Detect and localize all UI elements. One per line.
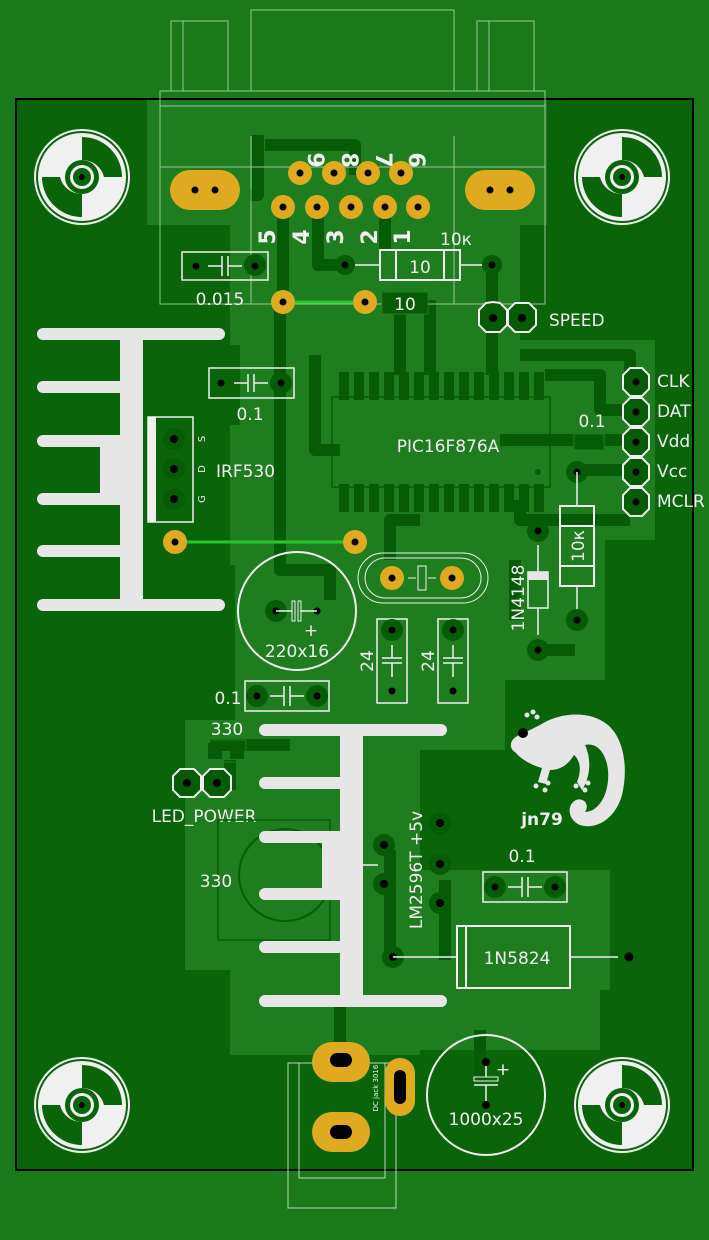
- db9-pin-numbers: 9 8 7 6 5 4 3 2 1: [256, 152, 428, 244]
- capacitor-01-b: [244, 680, 330, 712]
- capacitor-24-b: [437, 618, 469, 704]
- pin-label: S: [197, 436, 208, 442]
- chameleon-logo-icon: [510, 709, 625, 827]
- pin-label: 5: [256, 229, 281, 244]
- mounting-hole-icon: [573, 128, 671, 226]
- db9-pins: [271, 161, 430, 219]
- diode-1n4148: [527, 520, 549, 661]
- heatsink-irf530: [37, 328, 225, 611]
- label-r-10k: 10к: [440, 230, 472, 250]
- speed-header: [478, 300, 537, 333]
- pin-label: D: [197, 465, 208, 473]
- label-1n4148: 1N4148: [509, 565, 529, 632]
- ic-pic16f876a: [331, 372, 551, 512]
- label-c-01-b: 0.1: [214, 689, 241, 709]
- label-cap-1000: 1000x25: [449, 1110, 524, 1130]
- pin-label: 9: [302, 152, 327, 167]
- label-1n5824: 1N5824: [484, 949, 551, 969]
- db9-mount-pads: [170, 170, 535, 210]
- resistor-330-smd: [205, 739, 247, 763]
- programming-header: [622, 367, 650, 517]
- mounting-hole-icon: [34, 129, 130, 225]
- label-cap-24-a: 24: [358, 650, 378, 672]
- logo-text: jn79: [520, 810, 563, 830]
- diode-1n5824: [382, 925, 634, 989]
- capacitor-1000x25: [426, 1034, 546, 1156]
- led-power-header: [172, 768, 232, 798]
- label-cap-220: 220x16: [265, 642, 329, 662]
- label-ind-330: 330: [200, 872, 232, 892]
- label-r-10k-right: 10к: [569, 530, 589, 562]
- header-label-clk: CLK: [657, 372, 690, 392]
- resistor-10k-top: [335, 249, 502, 281]
- mounting-hole-icon: [33, 1056, 131, 1154]
- capacitor-01-a: [208, 367, 295, 399]
- label-r-330: 330: [211, 720, 243, 740]
- mosfet-irf530: [147, 416, 194, 523]
- label-lm2596: LM2596T +5v: [407, 811, 427, 929]
- pin-label: 4: [290, 229, 315, 244]
- traces: [210, 135, 636, 1080]
- label-cap-24-b: 24: [419, 650, 439, 672]
- chameleon-eye-icon: [518, 728, 528, 738]
- crystal: [357, 552, 489, 604]
- resistor-10k-right: [559, 461, 595, 631]
- resistor-10-smd: [381, 291, 429, 315]
- header-label-dat: DAT: [657, 402, 691, 422]
- header-label-vcc: Vcc: [657, 462, 687, 482]
- pin-label: 2: [358, 229, 383, 244]
- capacitor-0015: [181, 251, 269, 281]
- pin-label: 3: [324, 229, 349, 244]
- programming-header-labels: CLK DAT Vdd Vcc MCLR: [657, 372, 705, 512]
- capacitor-01-smd: [573, 433, 605, 451]
- label-speed: SPEED: [549, 311, 605, 331]
- label-r-10-smd: 10: [394, 295, 416, 315]
- plus-sign: +: [304, 621, 318, 641]
- label-led-power: LED_POWER: [152, 807, 257, 827]
- pin-label: 7: [370, 152, 395, 167]
- pin-label: G: [197, 495, 208, 503]
- label-c-01-c: 0.1: [508, 847, 535, 867]
- header-label-mclr: MCLR: [657, 492, 705, 512]
- header-label-vdd: Vdd: [657, 432, 690, 452]
- label-irf530: IRF530: [216, 462, 275, 482]
- dc-jack: [287, 1042, 415, 1209]
- capacitor-220x16: [237, 551, 357, 671]
- label-c-0015: 0.015: [196, 290, 245, 310]
- jumper-pads: [163, 290, 377, 554]
- regulator-lm2596: [363, 812, 451, 914]
- pin-label: 8: [336, 152, 361, 167]
- pin-label: 1: [391, 229, 416, 244]
- capacitor-24-a: [376, 618, 408, 704]
- irf530-pin-labels: S D G: [197, 436, 208, 503]
- mounting-hole-icon: [573, 1056, 671, 1154]
- label-c-01-a: 0.1: [236, 405, 263, 425]
- heatsink-lm2596: [259, 724, 447, 1007]
- label-dc-jack: DC jack 3016: [372, 1064, 380, 1111]
- label-c-01-pic: 0.1: [578, 412, 605, 432]
- pin-label: 6: [403, 152, 428, 167]
- db9-outline: [159, 9, 546, 305]
- capacitor-01-c: [482, 871, 568, 903]
- label-r-10: 10: [409, 258, 431, 278]
- plus-sign: +: [496, 1060, 510, 1080]
- label-pic: PIC16F876A: [397, 437, 500, 457]
